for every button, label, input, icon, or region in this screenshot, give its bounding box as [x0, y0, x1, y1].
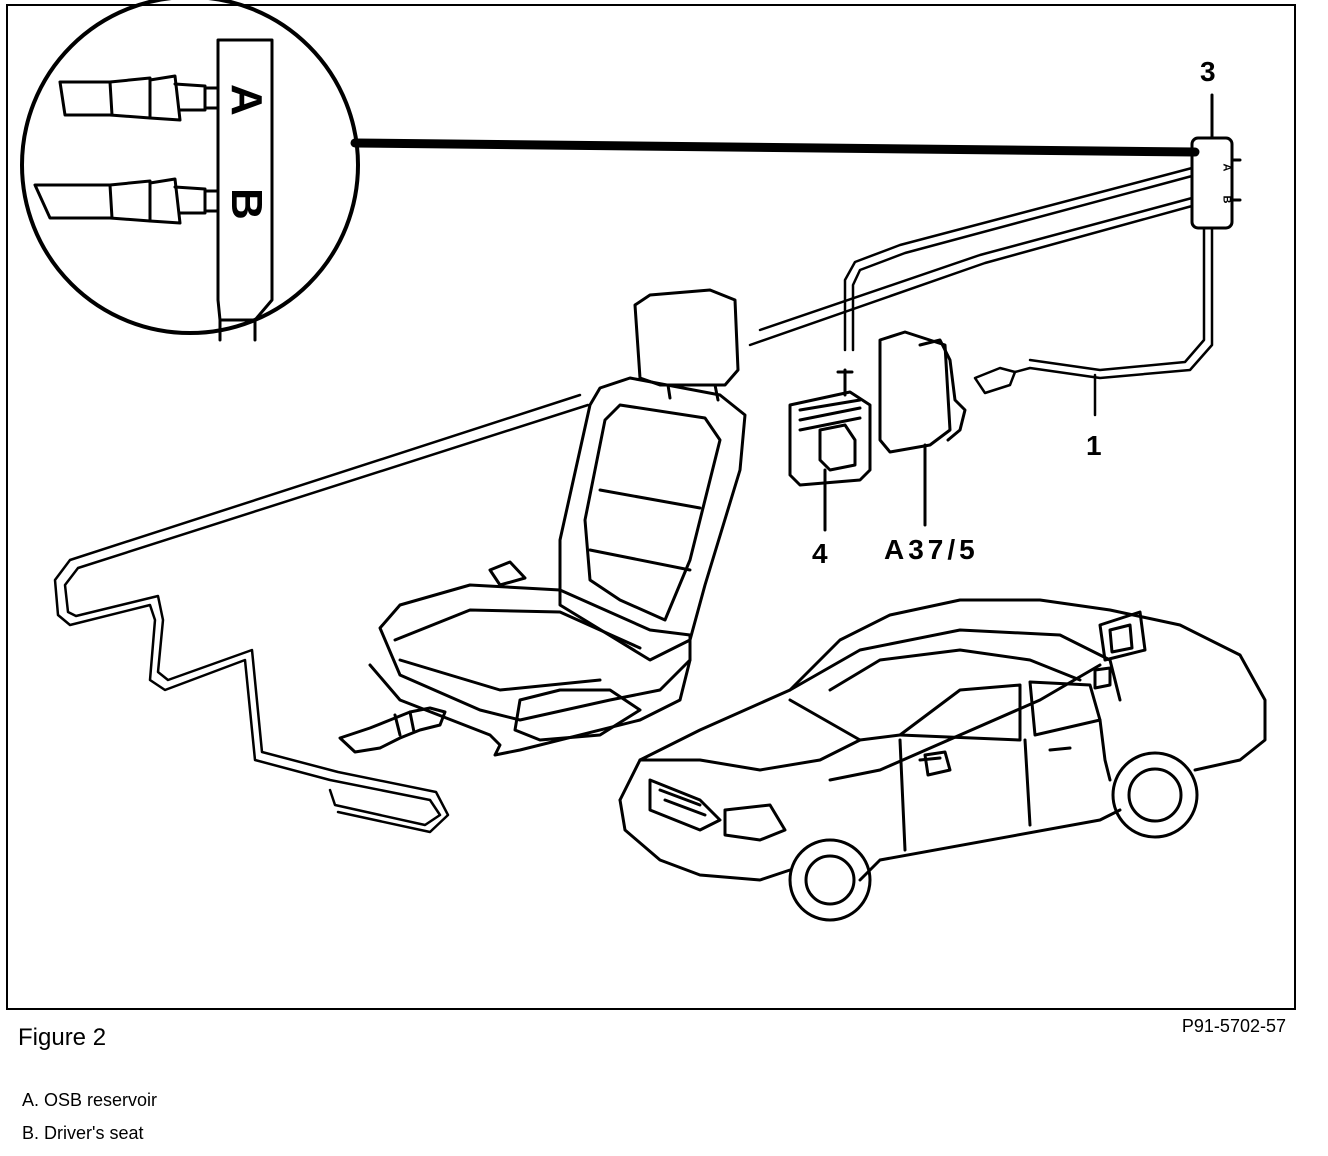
osb-reservoir — [1190, 93, 1242, 230]
hose-1 — [973, 226, 1214, 417]
control-module-a37-5 — [878, 330, 967, 527]
callout-1: 1 — [1086, 430, 1102, 461]
reservoir-port-a: A — [1220, 163, 1233, 172]
callout-a37-5: A37/5 — [884, 534, 979, 565]
pump-module-4 — [788, 368, 872, 532]
osb-lines — [53, 166, 1194, 834]
reservoir-port-b: B — [1220, 195, 1233, 204]
figure-title: Figure 2 — [18, 1024, 107, 1051]
drivers-seat — [338, 288, 747, 757]
diagram-frame — [6, 4, 1296, 1010]
legend-item-b: B. Driver's seat — [22, 1123, 144, 1143]
car-illustration — [618, 598, 1267, 922]
callout-3: 3 — [1200, 56, 1216, 87]
inset-label-a: A — [222, 84, 271, 116]
inset-label-b: B — [222, 188, 271, 220]
figure-code: P91-5702-57 — [1181, 1016, 1286, 1036]
inset-detail — [20, 0, 1200, 342]
callout-4: 4 — [812, 538, 828, 569]
legend-item-a: A. OSB reservoir — [22, 1090, 158, 1110]
